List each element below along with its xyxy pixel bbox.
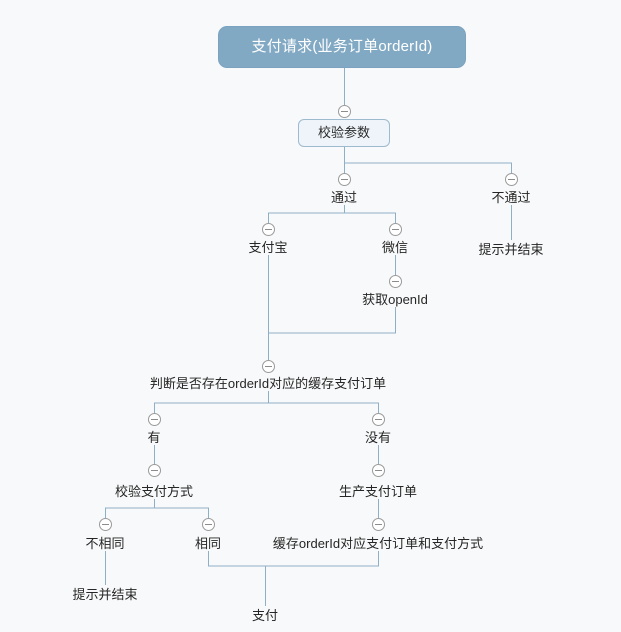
toggle-alipay[interactable] [261,222,275,236]
edge-validate-to-branch [344,146,512,173]
node-has[interactable]: 有 [147,430,161,445]
toggle-wechat[interactable] [388,222,402,236]
node-cache-order-and-method[interactable]: 缓存orderId对应支付订单和支付方式 [272,536,484,551]
node-pay[interactable]: 支付 [251,608,279,623]
toggle-validate-params[interactable] [337,104,351,118]
toggle-fail[interactable] [504,172,518,186]
toggle-verify-pay-method[interactable] [147,463,161,477]
node-same[interactable]: 相同 [194,536,222,551]
node-fail[interactable]: 不通过 [491,190,531,205]
edge-pass-to-children [268,212,396,223]
toggle-create-order[interactable] [371,463,385,477]
node-pass[interactable]: 通过 [330,190,358,205]
edge-check-to-children [154,402,379,413]
toggle-pass[interactable] [337,172,351,186]
node-check-cached-order[interactable]: 判断是否存在orderId对应的缓存支付订单 [149,376,387,391]
node-alipay[interactable]: 支付宝 [248,240,288,255]
node-not-same-end[interactable]: 提示并结束 [72,587,138,602]
edge-merge-to-pay [208,551,379,567]
toggle-check-cache[interactable] [261,359,275,373]
node-create-pay-order[interactable]: 生产支付订单 [338,484,418,499]
node-not-has[interactable]: 没有 [364,430,392,445]
toggle-has[interactable] [147,412,161,426]
toggle-not-has[interactable] [371,412,385,426]
edge-verify-to-children [105,507,209,518]
node-fail-end[interactable]: 提示并结束 [478,242,544,257]
toggle-same[interactable] [201,517,215,531]
node-wechat[interactable]: 微信 [381,240,409,255]
node-not-same[interactable]: 不相同 [85,536,125,551]
toggle-not-same[interactable] [98,517,112,531]
node-payment-request[interactable]: 支付请求(业务订单orderId) [218,26,466,68]
node-get-openid[interactable]: 获取openId [362,292,428,307]
node-verify-pay-method[interactable]: 校验支付方式 [114,484,194,499]
toggle-get-openid[interactable] [388,274,402,288]
node-validate-params[interactable]: 校验参数 [298,119,390,147]
toggle-cache-order[interactable] [371,517,385,531]
